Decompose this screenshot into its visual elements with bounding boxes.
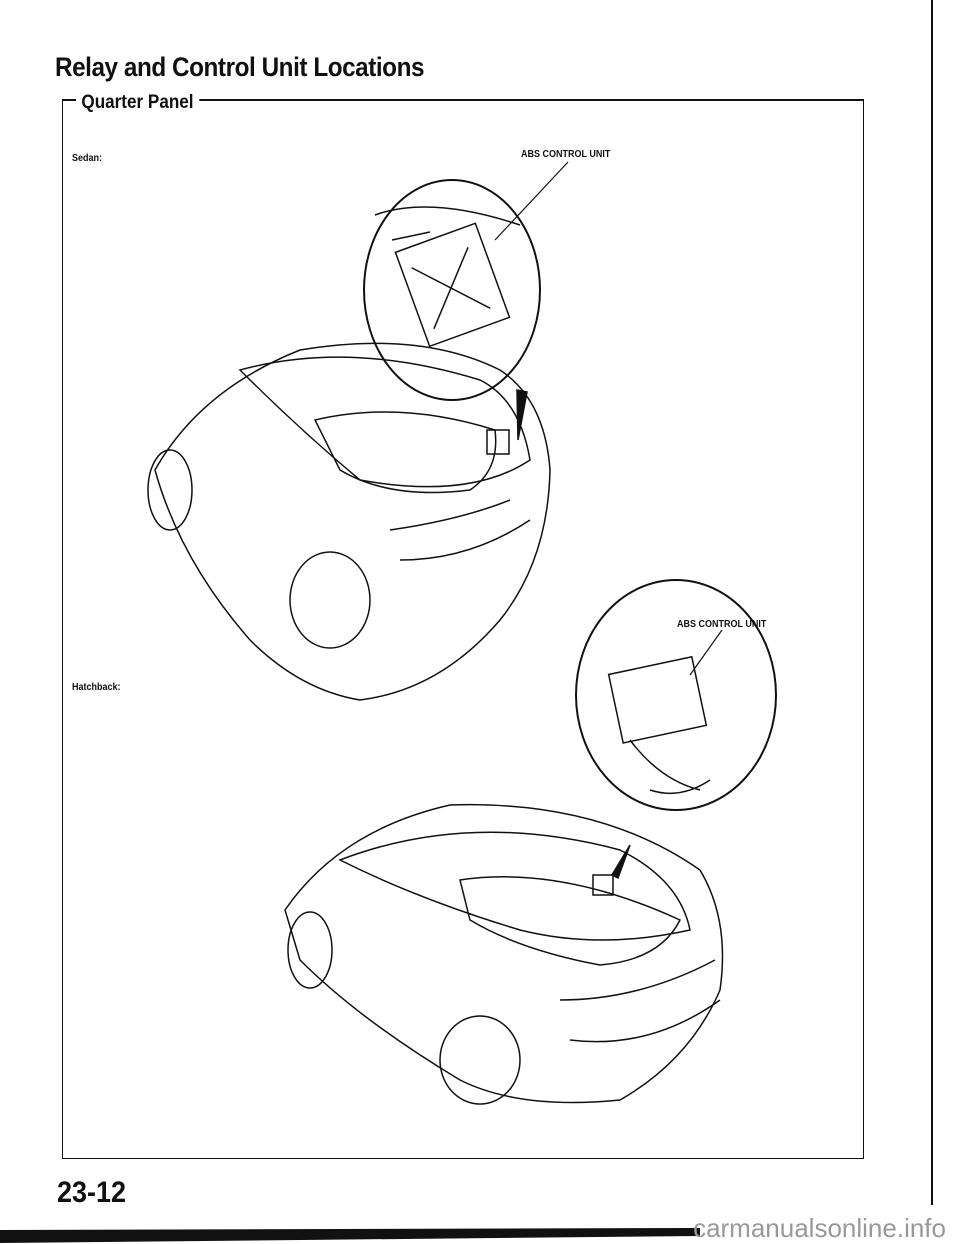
- abs-unit-position-1: [486, 429, 510, 455]
- sedan-abs-callout: ABS CONTROL UNIT: [521, 149, 611, 160]
- watermark: carmanualsonline.info: [693, 1213, 946, 1243]
- hatchback-detail-inset: [575, 579, 777, 811]
- hatchback-abs-callout: ABS CONTROL UNIT: [677, 619, 767, 630]
- hatchback-car-body: [284, 803, 724, 1104]
- abs-unit-hatchback: [607, 655, 708, 744]
- abs-unit-position-2: [592, 874, 614, 896]
- bottom-bar: [0, 1228, 700, 1243]
- sedan-detail-inset: [363, 179, 541, 401]
- pointer-1: [516, 389, 528, 441]
- page-title: Relay and Control Unit Locations: [55, 52, 425, 82]
- abs-unit-sedan: [394, 222, 511, 348]
- sedan-label: Sedan:: [72, 153, 103, 164]
- page-margin-line: [931, 0, 933, 1205]
- section-heading: Quarter Panel: [76, 92, 199, 114]
- hatchback-label: Hatchback:: [72, 682, 121, 693]
- sedan-car-body: [154, 342, 551, 701]
- hatchback-illustration: [284, 579, 777, 1105]
- callout-leader-2: [689, 629, 723, 676]
- sedan-illustration: [147, 161, 569, 701]
- page-number: 23-12: [57, 1176, 127, 1209]
- callout-leader-1: [494, 161, 569, 241]
- section-frame: [62, 99, 864, 1159]
